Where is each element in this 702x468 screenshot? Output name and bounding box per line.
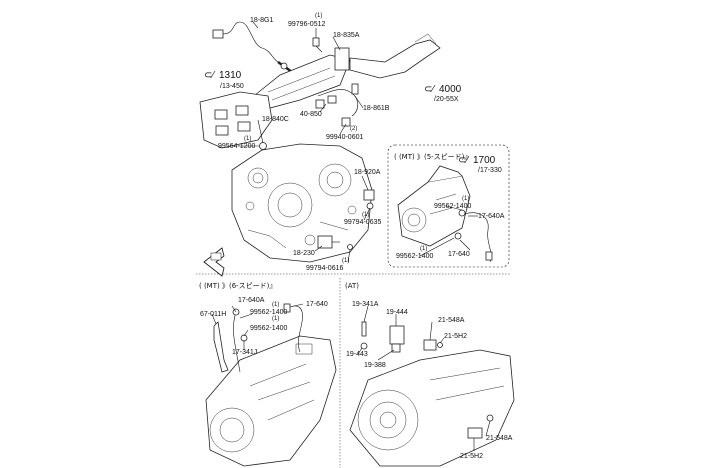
label-99796-0512[interactable]: 99796-0512 xyxy=(288,21,325,28)
engine-block[interactable] xyxy=(231,143,373,263)
label-99794-0616[interactable]: 99794-0616 xyxy=(306,265,343,272)
qty-99562-1400-a: (1) xyxy=(462,196,469,202)
group-ref-4000[interactable]: ⊂⁄ 4000 /20-55X xyxy=(424,84,462,103)
exhaust-manifold[interactable] xyxy=(199,91,273,149)
bolt-99796-0512[interactable] xyxy=(312,37,323,53)
group-number-1700: 1700 xyxy=(473,155,496,166)
nut-19-443[interactable] xyxy=(360,342,368,350)
qty-99794-0635: (1) xyxy=(362,212,369,218)
group-ref-1700[interactable]: ⊂⁄ 1700 /17-330 xyxy=(458,155,502,174)
exhaust-pipe[interactable] xyxy=(349,33,441,79)
label-18-230[interactable]: 18-230 xyxy=(293,250,315,257)
bracket-67-011h[interactable] xyxy=(213,321,229,373)
qty-99562-1400-b: (1) xyxy=(420,246,427,252)
qty-99564-1200: (1) xyxy=(244,136,251,142)
label-18-861b[interactable]: 18-861B xyxy=(363,105,390,112)
label-17-640a-a[interactable]: 17-640A xyxy=(478,213,505,220)
switch-17-640-mt5[interactable] xyxy=(454,232,462,240)
group-sub-4000: /20-55X xyxy=(434,96,459,103)
label-18-840c[interactable]: 18-840C xyxy=(262,116,289,123)
qty-99562-1400-c: (1) xyxy=(272,302,279,308)
label-40-850[interactable]: 40-850 xyxy=(300,111,322,118)
group-ref-1310[interactable]: ⊂⁄ 1310 /13-450 xyxy=(204,70,244,90)
label-21-5h2-b[interactable]: 21-5H2 xyxy=(460,453,483,460)
label-99562-1400-c[interactable]: 99562-1400 xyxy=(250,309,287,316)
label-21-548a-a[interactable]: 21-548A xyxy=(438,317,465,324)
label-18-8g1[interactable]: 18-8G1 xyxy=(250,17,273,24)
leader-lines xyxy=(211,21,491,451)
sensor-18-230[interactable] xyxy=(317,235,353,250)
mt6-header: ( (MT) 》(6-スピード)』 xyxy=(199,282,276,290)
qty-99796-0512: (1) xyxy=(315,13,322,19)
label-17-640-a[interactable]: 17-640 xyxy=(448,251,470,258)
harness-17-640-mt6[interactable] xyxy=(283,303,303,353)
group-sub-1700: /17-330 xyxy=(478,167,502,174)
mt5-transmission[interactable] xyxy=(397,165,471,247)
catalytic-converter[interactable] xyxy=(254,47,351,109)
label-99562-1400-a[interactable]: 99562-1400 xyxy=(434,203,471,210)
svg-text:⊂⁄: ⊂⁄ xyxy=(458,155,469,166)
front-direction-arrow-icon xyxy=(203,247,225,277)
label-19-388[interactable]: 19-388 xyxy=(364,362,386,369)
label-19-341a[interactable]: 19-341A xyxy=(352,301,379,308)
label-17-341j[interactable]: 17-341J xyxy=(232,349,257,356)
qty-99940-0601: (2) xyxy=(350,126,357,132)
mt5-header: ( (MT) 》(5-スピード)』 xyxy=(394,153,471,161)
svg-text:⊂⁄: ⊂⁄ xyxy=(424,84,435,95)
harness-18-861b[interactable] xyxy=(315,83,359,127)
sensor-21-5h2-top[interactable] xyxy=(423,339,443,351)
label-18-835a[interactable]: 18-835A xyxy=(333,32,360,39)
qty-99794-0616: (1) xyxy=(342,258,349,264)
qty-99562-1400-d: (1) xyxy=(272,316,279,322)
label-99940-0601[interactable]: 99940-0601 xyxy=(326,134,363,141)
mt5-inset-box xyxy=(387,144,510,268)
bolt-19-341a[interactable] xyxy=(361,321,367,337)
svg-text:⊂⁄: ⊂⁄ xyxy=(204,70,215,81)
at-header: (AT) xyxy=(345,282,359,290)
sensor-18-920a[interactable] xyxy=(363,189,375,210)
label-99564-1200[interactable]: 99564-1200 xyxy=(218,143,255,150)
label-99794-0635[interactable]: 99794-0635 xyxy=(344,219,381,226)
label-21-5h2-a[interactable]: 21-5H2 xyxy=(444,333,467,340)
switch-19-444[interactable] xyxy=(389,325,405,353)
label-21-548a-b[interactable]: 21-548A xyxy=(486,435,513,442)
o2-sensor-18-8g1[interactable] xyxy=(212,21,293,74)
group-sub-1310: /13-450 xyxy=(220,83,244,90)
label-99562-1400-b[interactable]: 99562-1400 xyxy=(396,253,433,260)
label-19-444[interactable]: 19-444 xyxy=(386,309,408,316)
label-17-640a-b[interactable]: 17-640A xyxy=(238,297,265,304)
label-19-443[interactable]: 19-443 xyxy=(346,351,368,358)
gasket-99564-1200[interactable] xyxy=(259,142,267,150)
group-number-4000: 4000 xyxy=(439,84,462,95)
label-17-640-b[interactable]: 17-640 xyxy=(306,301,328,308)
label-67-011h[interactable]: 67-011H xyxy=(200,311,226,318)
mt6-transmission[interactable] xyxy=(205,335,337,467)
group-number-1310: 1310 xyxy=(219,70,242,81)
label-99562-1400-d[interactable]: 99562-1400 xyxy=(250,325,287,332)
label-18-920a[interactable]: 18-920A xyxy=(354,169,381,176)
